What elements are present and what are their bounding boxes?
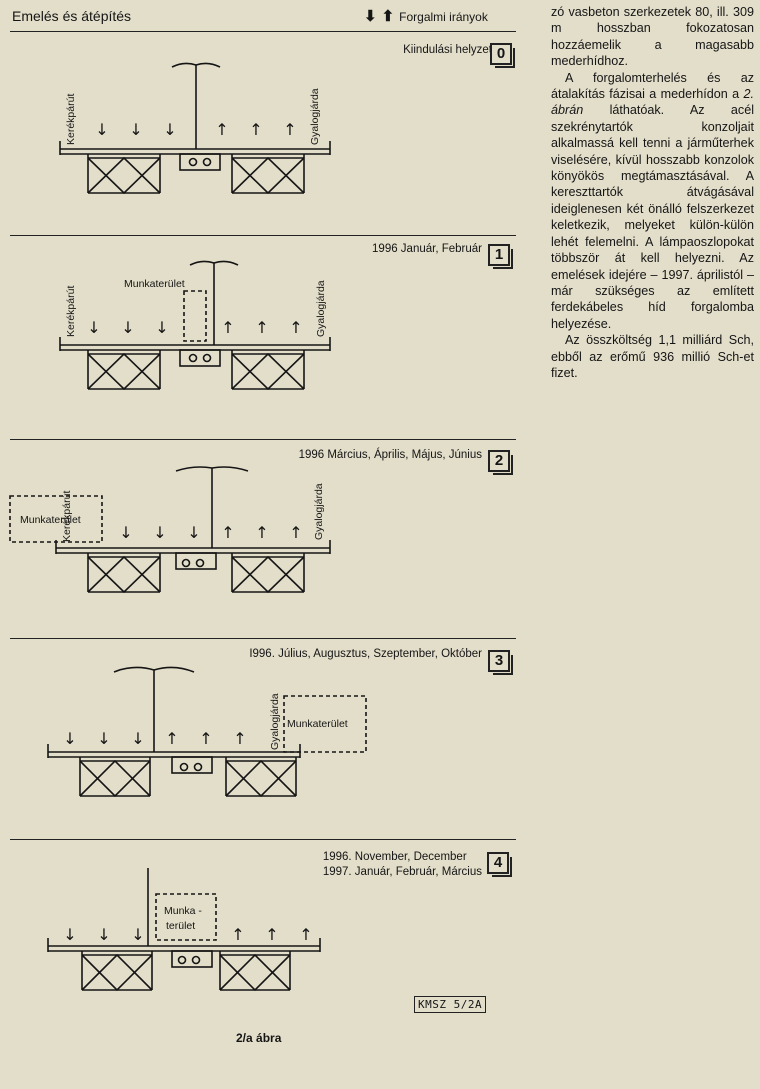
stage-1-date: 1996 Január, Február (372, 243, 482, 255)
divider (10, 31, 516, 32)
divider (10, 235, 516, 236)
paragraph-3: Az összköltség 1,1 milliárd Sch, ebből a… (551, 333, 754, 380)
sidewalk-label: Gyalogjárda (315, 280, 327, 337)
stage-2-date: 1996 Március, Április, Május, Június (298, 449, 482, 461)
figure-caption: 2/a ábra (236, 1031, 282, 1045)
svg-text:↑: ↑ (199, 729, 212, 748)
stage-3-diagram: ↓ ↓ ↓ ↑ ↑ ↑ Munkaterület Gyalogjárda (47, 666, 367, 798)
stage-4-date-line-2: 1997. Január, Február, Március (322, 866, 482, 878)
article-text-column: zó vasbeton szerkezetek 80, ill. 309 m h… (551, 4, 754, 381)
svg-text:↑: ↑ (299, 925, 312, 944)
svg-text:↓: ↓ (121, 318, 134, 337)
down-arrow-icon: ⬇ (364, 8, 377, 25)
stage-3-date: I996. Július, Augusztus, Szeptember, Okt… (249, 648, 482, 660)
svg-text:↓: ↓ (187, 523, 200, 542)
svg-text:↓: ↓ (97, 925, 110, 944)
stage-0-number: 0 (490, 43, 515, 68)
stage-3-number: 3 (488, 650, 513, 675)
paragraph-1: zó vasbeton szerkezetek 80, ill. 309 m h… (551, 5, 754, 69)
up-arrow-icon: ⬆ (381, 8, 395, 25)
svg-text:↑: ↑ (165, 729, 178, 748)
sidewalk-label: Gyalogjárda (313, 483, 325, 540)
traffic-direction-legend: ⬇ ⬆ Forgalmi irányok (364, 9, 488, 24)
stage-4-date-line-1: 1996. November, December (322, 851, 467, 863)
stage-1-number: 1 (488, 244, 513, 269)
bike-lane-label: Kerékpárút (65, 94, 77, 145)
work-area-label-line-1: Munka - (164, 905, 202, 917)
svg-text:↓: ↓ (131, 729, 144, 748)
svg-text:↓: ↓ (163, 120, 176, 139)
work-area-label: Munkaterület (20, 514, 81, 526)
svg-text:↓: ↓ (129, 120, 142, 139)
sidewalk-label: Gyalogjárda (269, 693, 281, 750)
svg-text:↑: ↑ (231, 925, 244, 944)
svg-text:↓: ↓ (131, 925, 144, 944)
figure-title: Emelés és átépítés (12, 8, 132, 24)
figure-reference: 2. ábrán (551, 87, 754, 118)
stage-4-date: 1996. November, December 1997. Január, F… (323, 850, 482, 880)
sidewalk-label: Gyalogjárda (309, 88, 321, 145)
bike-lane-label: Kerékpárút (61, 491, 73, 542)
svg-text:↓: ↓ (95, 120, 108, 139)
stage-2-number: 2 (488, 450, 513, 475)
stage-0-date: Kiindulási helyzet (403, 44, 492, 56)
divider (10, 839, 516, 840)
svg-text:↓: ↓ (63, 925, 76, 944)
svg-text:↑: ↑ (221, 523, 234, 542)
work-area-label: Munkaterület (124, 278, 185, 290)
svg-text:↑: ↑ (233, 729, 246, 748)
svg-text:↑: ↑ (289, 523, 302, 542)
svg-text:↓: ↓ (119, 523, 132, 542)
svg-text:↑: ↑ (289, 318, 302, 337)
archive-stamp: KMSZ 5/2A (414, 996, 487, 1013)
svg-text:↑: ↑ (265, 925, 278, 944)
svg-text:↓: ↓ (87, 318, 100, 337)
bike-lane-label: Kerékpárút (65, 286, 77, 337)
svg-text:↑: ↑ (215, 120, 228, 139)
work-area-label: Munkaterület (287, 718, 348, 730)
svg-text:↑: ↑ (255, 523, 268, 542)
svg-text:↑: ↑ (249, 120, 262, 139)
svg-text:↓: ↓ (153, 523, 166, 542)
paragraph-2-part-1: A forgalomterhelés és az átalakítás fázi… (551, 70, 754, 102)
svg-text:↓: ↓ (155, 318, 168, 337)
stage-4-number: 4 (487, 852, 512, 877)
paragraph-2-part-2: láthatóak. Az acél szekrénytartók konzol… (551, 103, 754, 331)
svg-text:↑: ↑ (221, 318, 234, 337)
work-area-label-line-2: terület (166, 920, 195, 932)
stage-4-diagram: ↓ ↓ ↓ ↑ ↑ ↑ Munka - terület (47, 868, 321, 992)
svg-text:↓: ↓ (63, 729, 76, 748)
legend-label: Forgalmi irányok (399, 9, 488, 24)
stage-1-diagram: ↓ ↓ ↓ ↑ ↑ ↑ Munkaterület Kerékpárút Gyalogjá… (59, 260, 331, 391)
paragraph-2: A forgalomterhelés és az átalakítás fázi… (551, 70, 754, 333)
stage-0-diagram: ↓ ↓ ↓ ↑ ↑ ↑ Kerékpárút Gyalogjárda (59, 62, 331, 195)
divider (10, 439, 516, 440)
svg-text:↓: ↓ (97, 729, 110, 748)
stage-2-diagram: ↓ ↓ ↓ ↑ ↑ ↑ Munkaterület Kerékpárút Gyalogjá… (9, 466, 331, 594)
divider (10, 638, 516, 639)
svg-text:↑: ↑ (283, 120, 296, 139)
svg-text:↑: ↑ (255, 318, 268, 337)
